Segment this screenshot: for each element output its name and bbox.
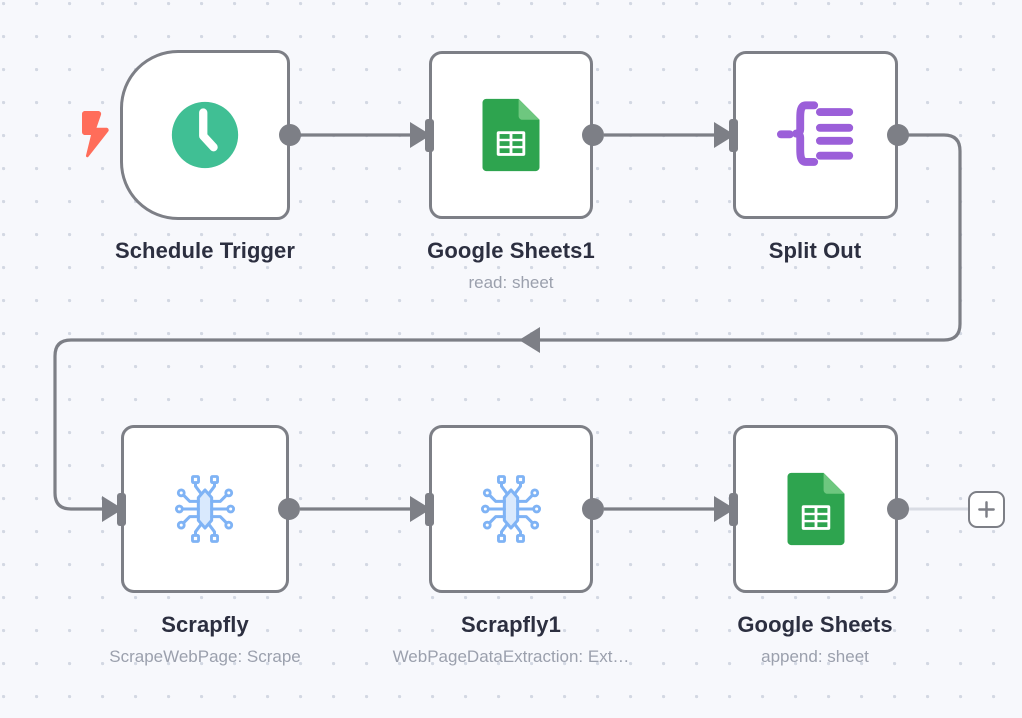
- scrapfly-bug-icon: [472, 470, 550, 548]
- node-label-google-sheets1: Google Sheets1: [427, 238, 595, 263]
- node-label-scrapfly1: Scrapfly1: [461, 612, 561, 637]
- output-endpoint[interactable]: [582, 124, 604, 146]
- input-endpoint[interactable]: [117, 493, 126, 526]
- input-endpoint[interactable]: [729, 119, 738, 152]
- input-endpoint[interactable]: [425, 119, 434, 152]
- node-schedule-trigger[interactable]: [120, 50, 301, 220]
- input-endpoint[interactable]: [729, 493, 738, 526]
- node-label-schedule-trigger: Schedule Trigger: [114, 238, 296, 263]
- connector-scrapfly1-to-sheets: [604, 496, 735, 522]
- connector-schedule-to-sheets1: [300, 122, 431, 148]
- node-google-sheets1[interactable]: [425, 51, 604, 219]
- connector-sheets1-to-splitout: [604, 122, 735, 148]
- plus-icon: [978, 501, 995, 518]
- node-sublabel-scrapfly1: WebPageDataExtraction: Ext…: [392, 647, 630, 666]
- node-label-split-out: Split Out: [768, 238, 862, 263]
- node-sublabel-scrapfly: ScrapeWebPage: Scrape: [109, 647, 301, 666]
- node-label-google-sheets: Google Sheets: [737, 612, 893, 637]
- split-out-icon: [776, 96, 855, 174]
- google-sheets-icon: [777, 470, 855, 548]
- output-endpoint[interactable]: [278, 498, 300, 520]
- google-sheets-icon: [472, 96, 550, 174]
- clock-icon: [166, 96, 244, 174]
- add-node-button[interactable]: [968, 491, 1005, 528]
- node-google-sheets[interactable]: [729, 425, 909, 593]
- output-endpoint[interactable]: [887, 498, 909, 520]
- output-endpoint[interactable]: [582, 498, 604, 520]
- connector-scrapfly-to-scrapfly1: [300, 496, 431, 522]
- node-scrapfly[interactable]: [117, 425, 300, 593]
- output-endpoint[interactable]: [887, 124, 909, 146]
- node-scrapfly1[interactable]: [425, 425, 604, 593]
- node-label-scrapfly: Scrapfly: [161, 612, 249, 637]
- node-split-out[interactable]: [729, 51, 909, 219]
- output-endpoint[interactable]: [279, 124, 301, 146]
- input-endpoint[interactable]: [425, 493, 434, 526]
- scrapfly-bug-icon: [166, 470, 244, 548]
- node-sublabel-google-sheets: append: sheet: [761, 647, 869, 666]
- trigger-bolt-icon: [82, 111, 109, 158]
- node-sublabel-google-sheets1: read: sheet: [468, 273, 554, 292]
